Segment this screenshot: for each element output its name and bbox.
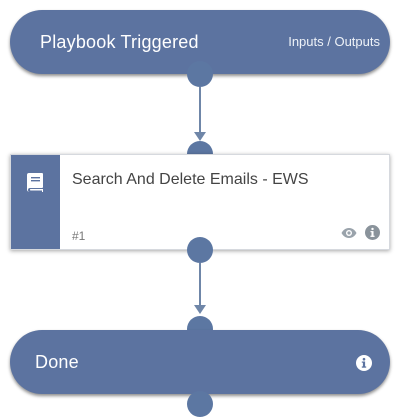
end-node-title: Done xyxy=(35,352,79,372)
info-icon[interactable] xyxy=(365,225,380,240)
task-node[interactable]: Search And Delete Emails - EWS #1 xyxy=(10,154,390,250)
book-icon xyxy=(27,173,43,192)
inputs-outputs-link[interactable]: Inputs / Outputs xyxy=(288,34,380,49)
end-node-output-port[interactable] xyxy=(187,391,213,417)
eye-icon[interactable] xyxy=(341,226,357,240)
connector-arrowhead xyxy=(194,132,206,141)
end-node[interactable]: Done xyxy=(10,330,390,394)
task-title: Search And Delete Emails - EWS xyxy=(72,171,309,188)
connector-task-to-done xyxy=(199,263,201,306)
task-number: #1 xyxy=(72,229,86,243)
start-node-output-port[interactable] xyxy=(187,61,213,87)
start-node-title: Playbook Triggered xyxy=(40,32,199,52)
task-output-port[interactable] xyxy=(187,237,213,263)
task-icon-bar xyxy=(11,155,60,249)
info-icon[interactable] xyxy=(356,355,372,371)
connector-arrowhead xyxy=(194,305,206,314)
connector-start-to-task xyxy=(199,87,201,133)
